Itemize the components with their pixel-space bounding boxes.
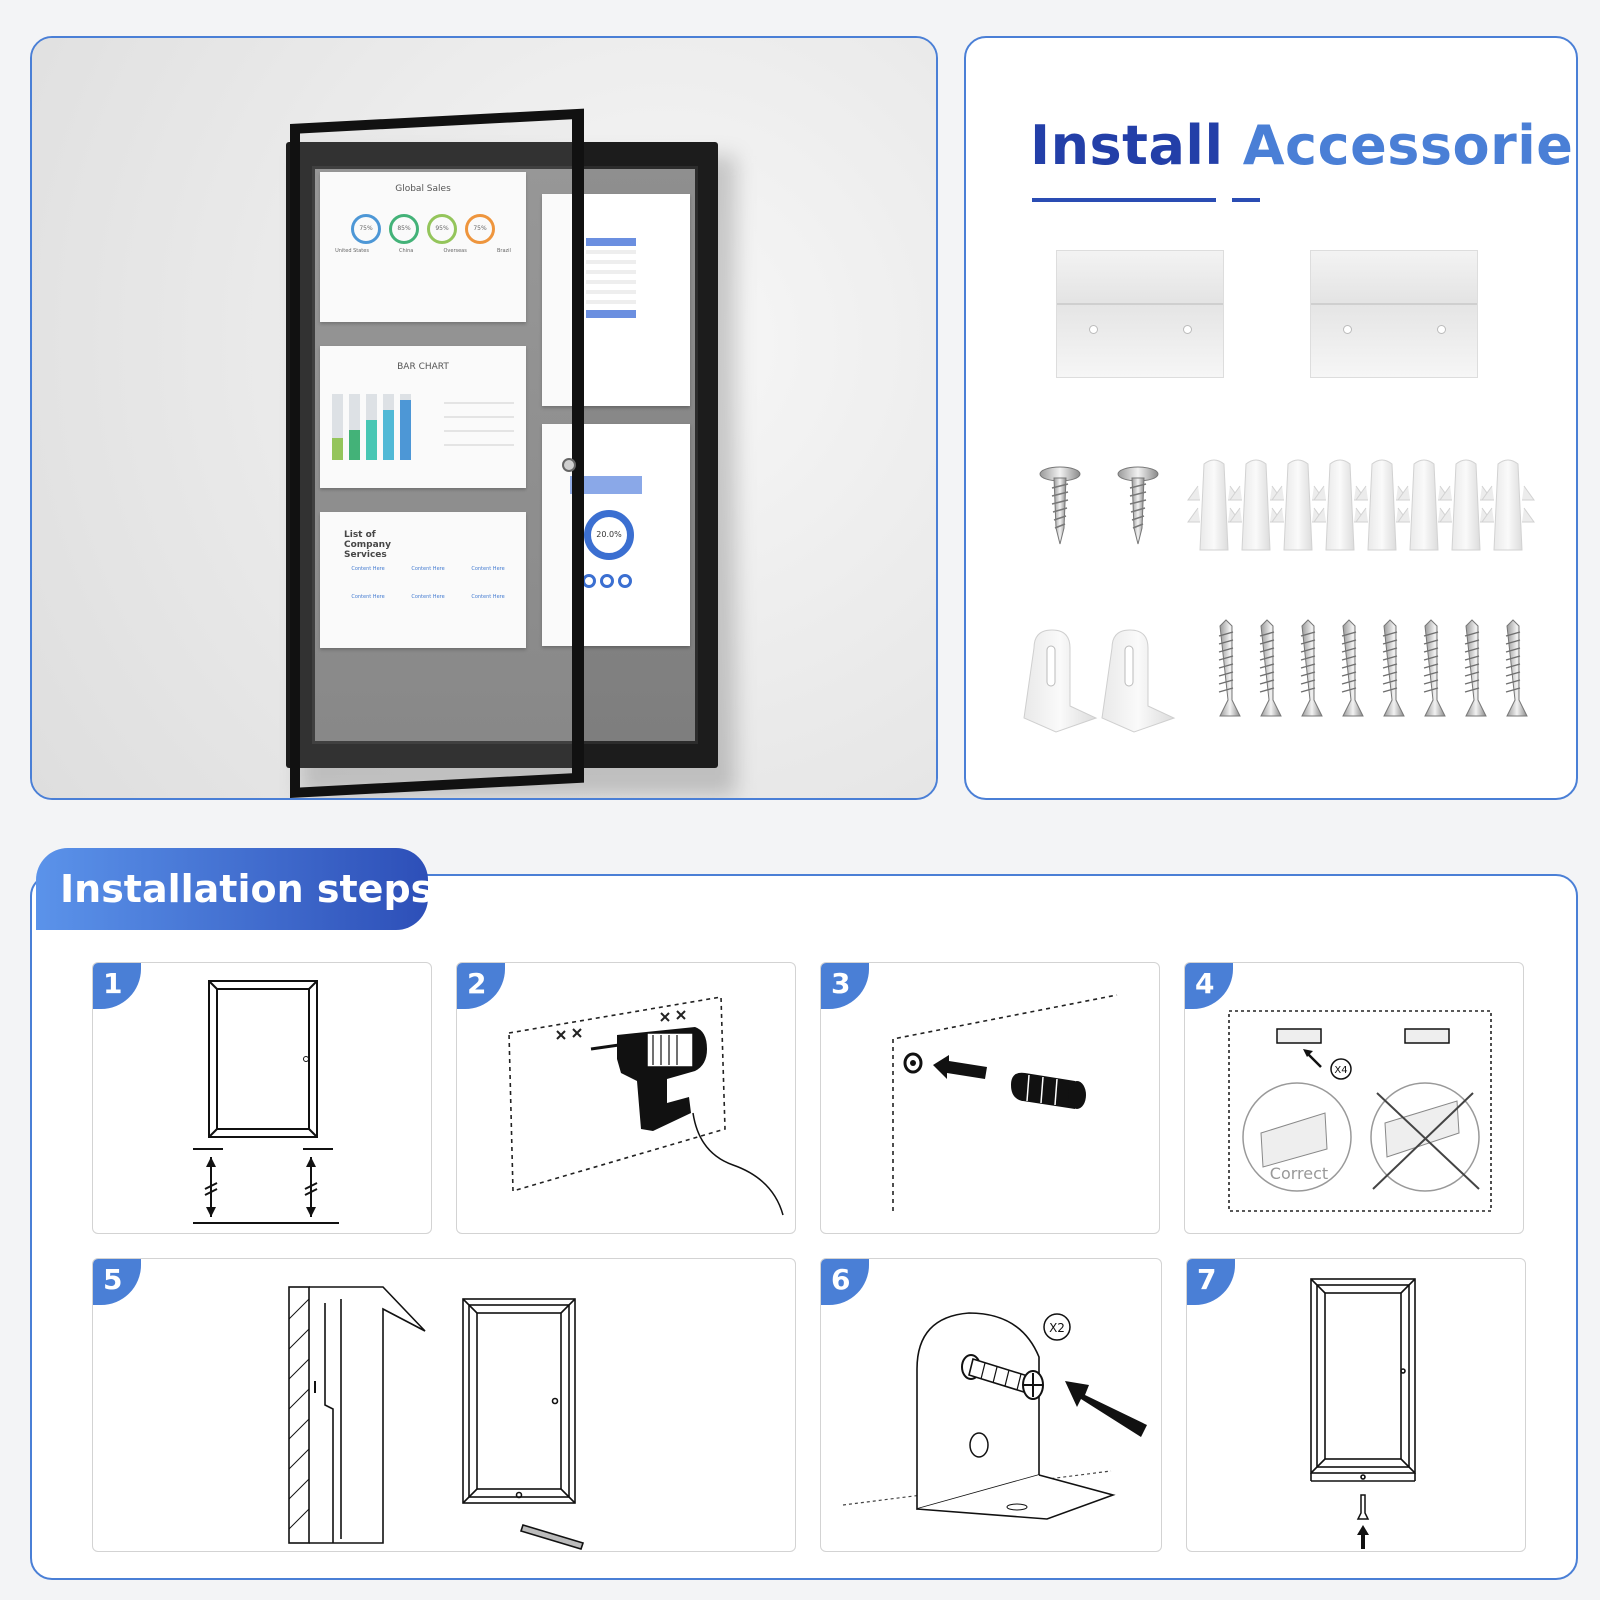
- poster-title: List of Company Services: [344, 530, 391, 560]
- service-item: Content Here: [351, 594, 385, 600]
- mount-rail-icon: X4 Correct: [1228, 1010, 1492, 1212]
- hanging-rail-icon: [1310, 250, 1478, 378]
- wall-anchor-icon: [1187, 459, 1241, 551]
- quantity-label: X4: [1334, 1065, 1347, 1076]
- l-bracket-icon: [1101, 629, 1176, 733]
- step-6-panel: 6 X2: [820, 1258, 1162, 1552]
- step-4-panel: 4 X4 Correct: [1184, 962, 1524, 1234]
- ring-stat: 95%: [427, 214, 457, 244]
- insert-anchor-icon: [892, 994, 1118, 1211]
- poster-donut: 20.0%: [542, 424, 690, 646]
- poster-global-sales: Global Sales 75% 85% 95% 75% United Stat…: [320, 172, 526, 322]
- service-item: Content Here: [411, 566, 445, 572]
- poster-company-services: List of Company Services Content Here Co…: [320, 512, 526, 648]
- product-photo: Global Sales 75% 85% 95% 75% United Stat…: [30, 36, 938, 800]
- service-item: Content Here: [471, 566, 505, 572]
- donut-chart: 20.0%: [584, 510, 634, 560]
- accessories-card: Install Accessories: [964, 36, 1578, 800]
- drill-icon: [508, 996, 784, 1216]
- region-label: Brazil: [496, 248, 511, 254]
- step-7-panel: 7: [1186, 1258, 1526, 1552]
- title-word-install: Install: [1030, 114, 1224, 177]
- correct-label: Correct: [1270, 1164, 1328, 1183]
- step-2-panel: 2: [456, 962, 796, 1234]
- poster-table: [542, 194, 690, 406]
- region-label: United States: [335, 248, 369, 254]
- step-3-panel: 3: [820, 962, 1160, 1234]
- measure-frame-icon: [193, 980, 339, 1224]
- service-item: Content Here: [351, 566, 385, 572]
- quantity-label: X2: [1049, 1321, 1065, 1335]
- steps-heading: Installation steps: [36, 848, 433, 930]
- poster-bar-chart: BAR CHART: [320, 346, 526, 488]
- service-item: Content Here: [471, 594, 505, 600]
- accessories-title: Install Accessories: [1030, 114, 1578, 177]
- bracket-screw-icon: X2: [842, 1312, 1147, 1520]
- ring-stat: 75%: [351, 214, 381, 244]
- hang-cabinet-icon: [288, 1286, 585, 1550]
- region-label: Overseas: [443, 248, 467, 254]
- title-word-accessories: Accessories: [1242, 114, 1578, 177]
- bar-chart-graphic: [332, 394, 411, 460]
- long-screw-icon: [1218, 619, 1241, 717]
- step-5-panel: 5: [92, 1258, 796, 1552]
- lock-icon: [562, 458, 576, 472]
- title-underline-short: [1232, 198, 1260, 202]
- title-underline: [1032, 198, 1216, 202]
- poster-title: Global Sales: [395, 184, 451, 194]
- l-bracket-icon: [1023, 629, 1098, 733]
- cabinet-door-open: [290, 108, 584, 798]
- poster-title: BAR CHART: [397, 362, 449, 372]
- secure-cabinet-icon: [1310, 1278, 1416, 1549]
- hanging-rail-icon: [1056, 250, 1224, 378]
- wafer-screw-icon: [1117, 466, 1159, 545]
- step-number: 6: [821, 1259, 869, 1305]
- wafer-screw-icon: [1039, 466, 1081, 545]
- hardware-illustration: [1023, 459, 1535, 733]
- ring-stat: 85%: [389, 214, 419, 244]
- region-label: China: [399, 248, 414, 254]
- ring-stat: 75%: [465, 214, 495, 244]
- service-item: Content Here: [411, 594, 445, 600]
- step-1-panel: 1: [92, 962, 432, 1234]
